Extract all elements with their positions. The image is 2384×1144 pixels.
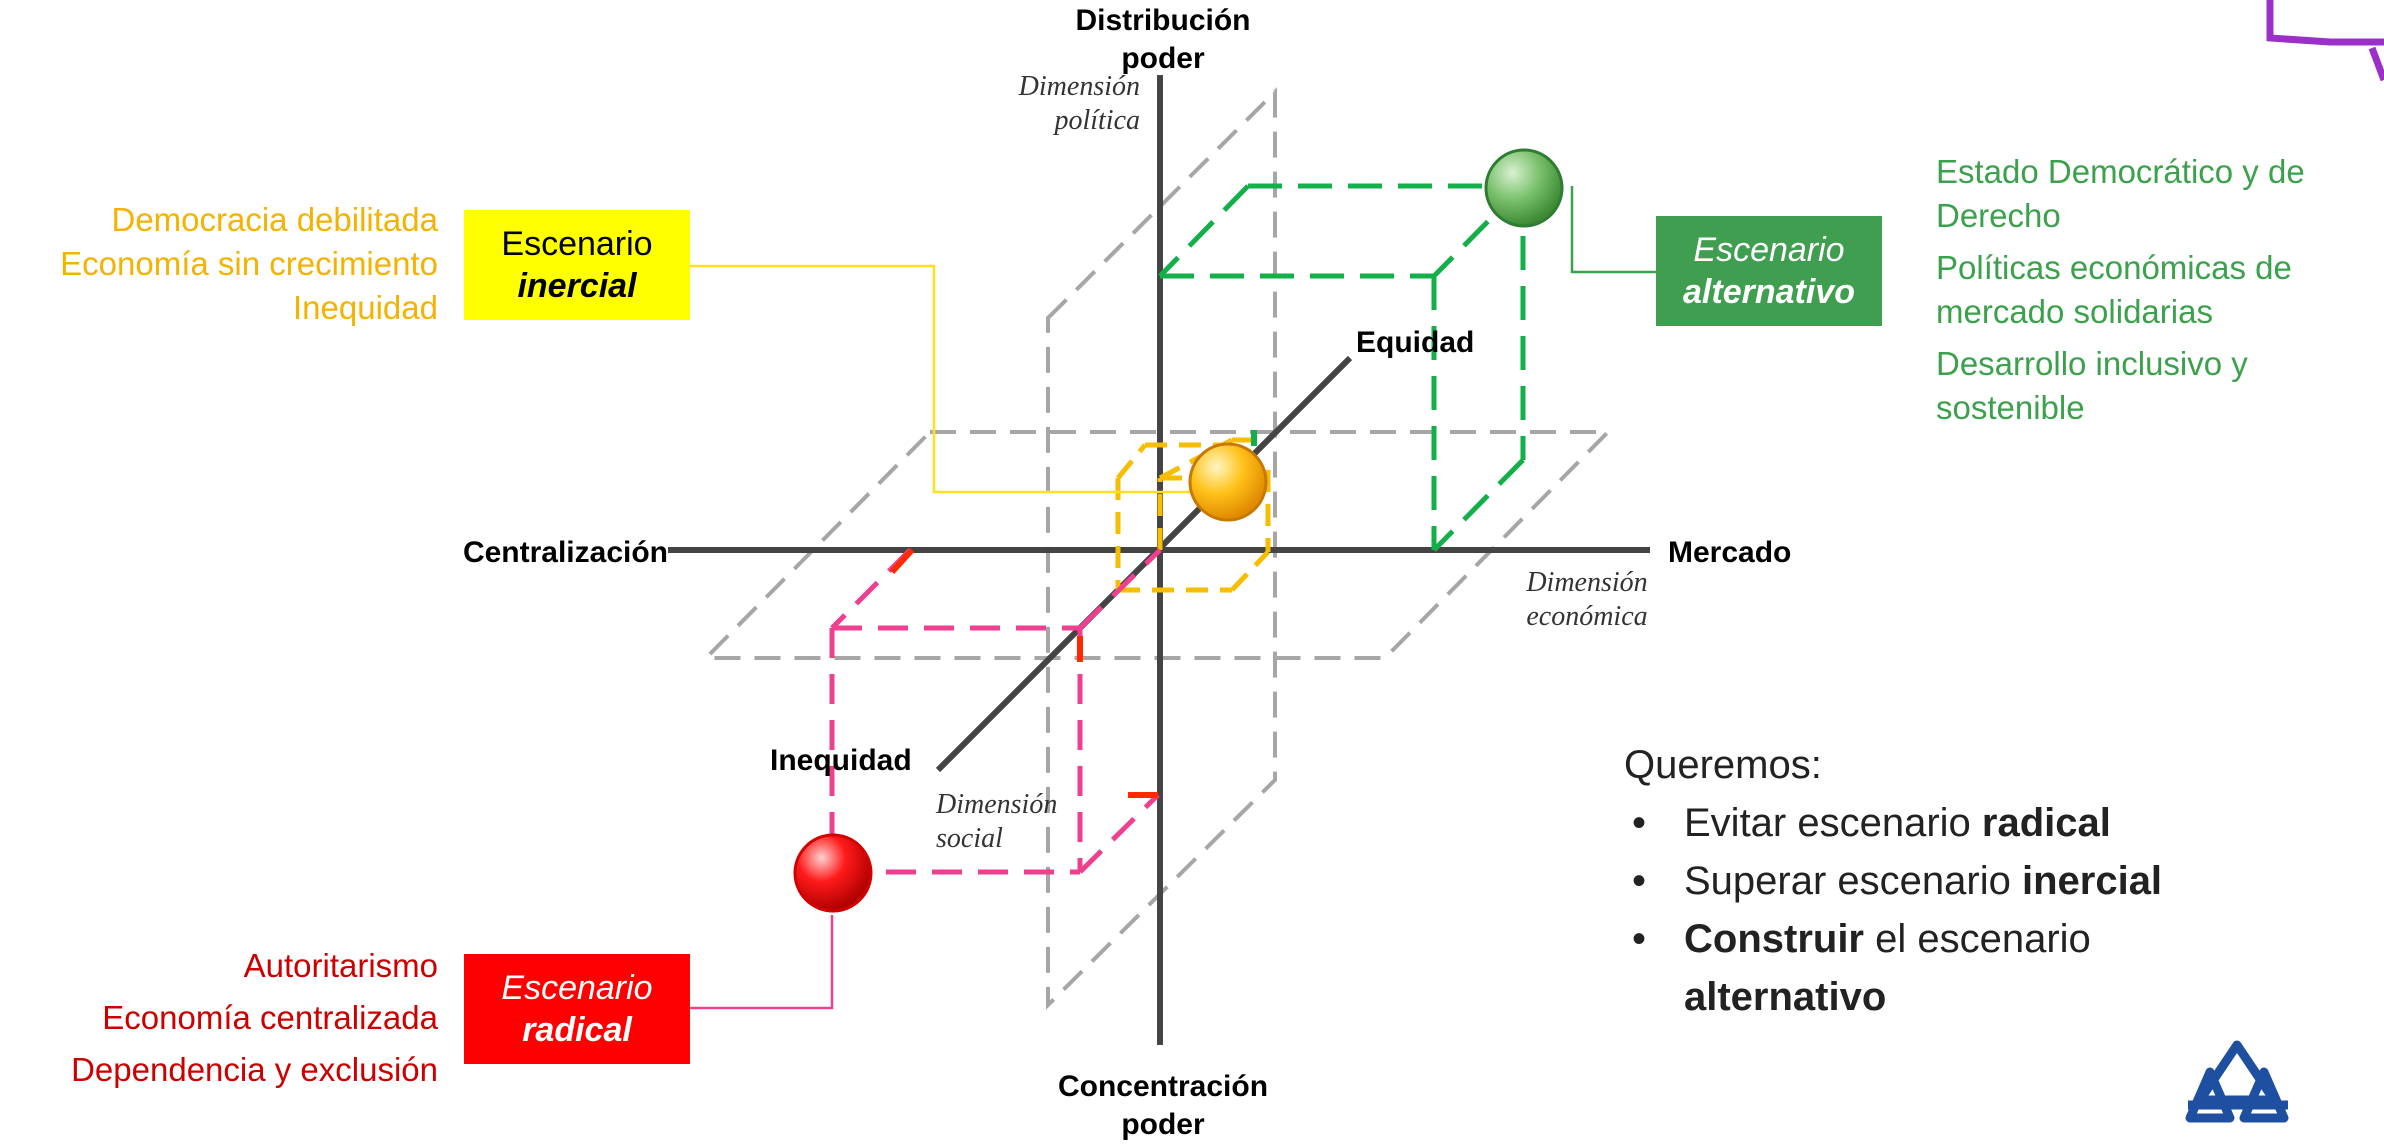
political-plane [1046, 87, 1277, 1010]
scenario-inercial-box: Escenario inercial [464, 210, 690, 320]
goal-emphasis: Construir [1684, 917, 1864, 961]
inercial-trait: Democracia debilitada [111, 201, 438, 238]
dimension-economic-label: Dimensión económica [1526, 567, 1648, 632]
radical-tick-marks [889, 547, 1158, 798]
scenario-inercial-title: Escenario [501, 225, 653, 263]
axis-label-equidad: Equidad [1356, 326, 1475, 359]
alternativo-trait: Estado Democrático y de Derecho [1936, 153, 2305, 234]
goal-item: Evitar escenario radical [1624, 794, 2244, 852]
goal-item: Superar escenario inercial [1624, 852, 2244, 910]
axis-label-bottom: Concentración poder [1057, 1070, 1269, 1141]
goals-block: Queremos: Evitar escenario radical Super… [1624, 736, 2244, 1026]
axis-label-inequidad: Inequidad [770, 744, 912, 777]
inercial-traits: Democracia debilitada Economía sin creci… [10, 198, 438, 330]
axis-label-left: Centralización [462, 536, 668, 569]
inercial-connector [688, 264, 1190, 494]
goal-text: Superar escenario [1684, 859, 2022, 903]
scenario-radical-title: Escenario [501, 969, 653, 1007]
goals-list: Evitar escenario radical Superar escenar… [1624, 794, 2244, 1026]
triangle-knot-logo-icon [2185, 1040, 2289, 1123]
alternativo-connector [1570, 186, 1658, 274]
inercial-sphere [1188, 442, 1268, 522]
alternativo-trait: Desarrollo inclusivo y sostenible [1936, 345, 2248, 426]
scenario-alternativo-title: Escenario [1693, 231, 1845, 269]
inercial-trait: Inequidad [293, 289, 438, 326]
scenario-radical-box: Escenario radical [464, 954, 690, 1064]
scenario-alternativo-name: alternativo [1683, 273, 1855, 311]
radical-connector [688, 915, 834, 1010]
goal-item: Construir el escenario alternativo [1624, 910, 2244, 1026]
radical-trait: Dependencia y exclusión [71, 1051, 438, 1088]
radical-trait: Autoritarismo [243, 947, 438, 984]
dimension-political-label: Dimensión política [1018, 71, 1140, 136]
scenario-radical-name: radical [522, 1011, 632, 1049]
inercial-trait: Economía sin crecimiento [60, 245, 438, 282]
goals-title: Queremos: [1624, 743, 1822, 787]
scenario-alternativo-box: Escenario alternativo [1656, 216, 1882, 326]
purple-frame-corner-icon [2266, 0, 2384, 82]
alternativo-trait: Políticas económicas de mercado solidari… [1936, 249, 2292, 330]
scenario-inercial-name: inercial [517, 267, 637, 305]
alternativo-sphere [1484, 148, 1564, 228]
goal-text: el escenario [1864, 917, 2091, 961]
goal-emphasis: alternativo [1684, 975, 1887, 1019]
radical-sphere [793, 833, 873, 913]
axis-label-right: Mercado [1668, 536, 1792, 569]
alternativo-traits: Estado Democrático y de Derecho Política… [1936, 150, 2356, 430]
radical-traits: Autoritarismo Economía centralizada Depe… [40, 944, 438, 1092]
goal-text: Evitar escenario [1684, 801, 1982, 845]
diagonal-axis [935, 355, 1353, 773]
goal-emphasis: inercial [2021, 859, 2163, 903]
dimension-social-label: Dimensión social [936, 789, 1058, 854]
axis-label-top: Distribución poder [1075, 4, 1251, 75]
economic-plane [701, 430, 1613, 660]
goal-emphasis: radical [1981, 801, 2111, 845]
radical-trait: Economía centralizada [102, 999, 438, 1036]
